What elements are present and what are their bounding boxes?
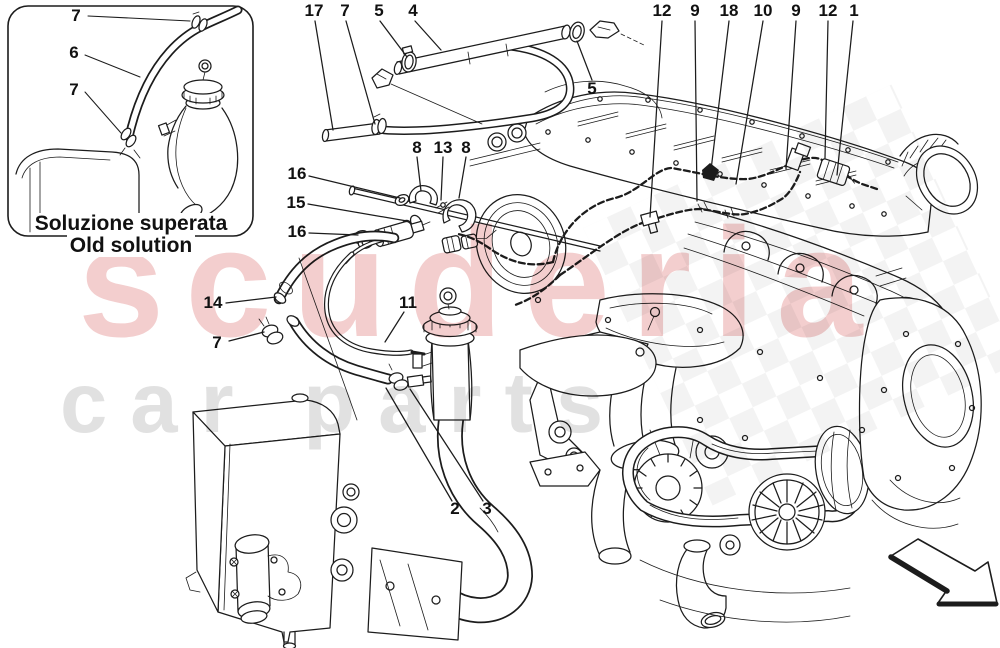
callout-6: 6 [69,43,79,62]
callout-1: 1 [849,1,859,20]
callout-5: 5 [374,1,384,20]
inset-caption: Soluzione superata Old solution [8,213,254,257]
callout-5: 5 [587,79,597,98]
callout-7: 7 [212,333,222,352]
top-hose-assembly [321,20,647,252]
callout-7: 7 [71,6,81,25]
callout-9: 9 [791,1,801,20]
callout-18: 18 [719,1,739,20]
callout-8: 8 [461,138,471,157]
callout-3: 3 [482,499,492,518]
callout-10: 10 [753,1,773,20]
callout-7: 7 [69,80,79,99]
callout-2: 2 [450,499,460,518]
callout-8: 8 [412,138,422,157]
callout-16: 16 [287,222,307,241]
callout-4: 4 [408,1,418,20]
callout-13: 13 [433,138,453,157]
callout-17: 17 [304,1,324,20]
inset-caption-english: Old solution [66,235,196,257]
callout-15: 15 [286,193,306,212]
callout-7: 7 [340,1,350,20]
callout-12: 12 [652,1,672,20]
callout-12: 12 [818,1,838,20]
callout-16: 16 [287,164,307,183]
callout-14: 14 [203,293,223,312]
inset-caption-italian: Soluzione superata [31,213,231,235]
oil-tank-illustration [185,393,463,648]
callout-11: 11 [399,293,417,312]
callout-9: 9 [690,1,700,20]
direction-arrow [888,538,999,607]
inset-old-solution-illustration [7,5,254,237]
